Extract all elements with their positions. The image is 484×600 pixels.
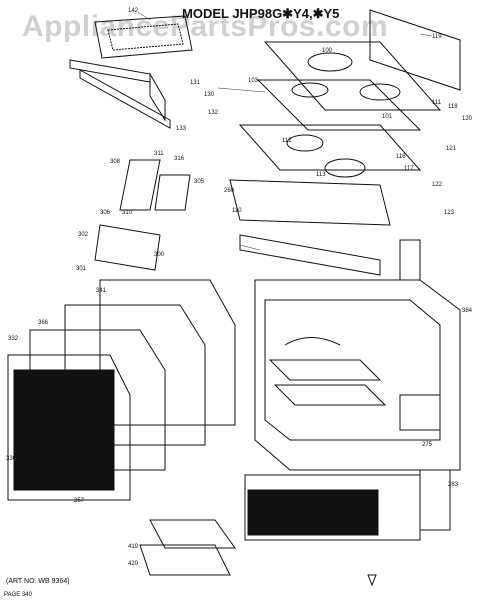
callout-305: 305 bbox=[194, 179, 205, 185]
door-panel-4 bbox=[99, 279, 236, 426]
storage-drawer bbox=[244, 474, 421, 541]
support-channel bbox=[229, 179, 391, 226]
callout-112: 112 bbox=[282, 138, 292, 144]
callout-332: 332 bbox=[8, 336, 19, 342]
callout-labels: 142 119 100 103 130 131 132 133 111 101 … bbox=[6, 8, 473, 567]
callout-121: 121 bbox=[446, 146, 457, 152]
callout-419: 420 bbox=[128, 561, 139, 567]
callout-118: 118 bbox=[448, 104, 458, 110]
art-number: (ART NO. WB 9364) bbox=[6, 578, 70, 585]
callout-142: 142 bbox=[128, 8, 139, 14]
door-glass-black bbox=[13, 369, 115, 491]
door-hinge-left bbox=[119, 159, 161, 211]
callout-101: 101 bbox=[382, 114, 393, 120]
callout-267: 283 bbox=[448, 482, 459, 488]
cooktop-glass bbox=[263, 41, 442, 111]
callout-117: 117 bbox=[404, 166, 414, 172]
callout-310: 310 bbox=[122, 210, 133, 216]
side-bracket bbox=[419, 469, 451, 531]
control-panel-part bbox=[94, 15, 193, 59]
electrical-box bbox=[399, 239, 421, 281]
callout-254: 275 bbox=[422, 442, 433, 448]
callout-130: 130 bbox=[204, 92, 215, 98]
callout-116: 116 bbox=[396, 154, 406, 160]
broiler-pan-grid bbox=[149, 519, 236, 549]
cooktop-frame bbox=[256, 79, 422, 131]
door-panel-2 bbox=[29, 329, 166, 471]
model-title: MODEL JHP98G✱Y4,✱Y5 bbox=[182, 6, 340, 21]
broiler-pan bbox=[139, 544, 231, 576]
trim-strip bbox=[149, 72, 166, 122]
broil-element bbox=[284, 337, 341, 346]
callout-123: 123 bbox=[444, 210, 455, 216]
callout-301: 301 bbox=[76, 266, 87, 272]
oven-rack-1 bbox=[268, 359, 382, 381]
callout-119: 119 bbox=[432, 34, 442, 40]
door-latch bbox=[94, 224, 161, 271]
door-panel-3 bbox=[64, 304, 206, 446]
callout-270: 384 bbox=[462, 308, 473, 314]
oven-door-outer bbox=[7, 354, 131, 501]
door-hinge-right bbox=[154, 174, 191, 211]
callout-113: 113 bbox=[316, 172, 326, 178]
callout-357: 357 bbox=[74, 498, 85, 504]
control-block bbox=[399, 394, 441, 431]
burner-element-2 bbox=[359, 83, 401, 101]
callout-132: 132 bbox=[208, 110, 219, 116]
burner-element-1 bbox=[307, 52, 353, 72]
callout-300: 300 bbox=[154, 252, 165, 258]
rear-panel bbox=[369, 9, 461, 91]
vent-duct bbox=[239, 234, 381, 276]
callout-133: 133 bbox=[176, 126, 187, 132]
surface-unit-2 bbox=[324, 158, 366, 178]
drawer-front-black bbox=[247, 489, 379, 536]
surface-unit-1 bbox=[286, 134, 324, 152]
callout-111: 111 bbox=[432, 100, 442, 106]
oven-liner bbox=[264, 299, 441, 441]
callout-103: 103 bbox=[248, 78, 259, 84]
callout-366: 366 bbox=[38, 320, 49, 326]
callout-110: 110 bbox=[232, 208, 242, 214]
callout-330: 330 bbox=[6, 456, 17, 462]
callout-311: 311 bbox=[154, 151, 164, 157]
callout-122: 122 bbox=[432, 182, 443, 188]
callout-308: 308 bbox=[110, 159, 121, 165]
callout-316: 316 bbox=[174, 156, 185, 162]
page-label: PAGE 340 bbox=[4, 592, 32, 598]
oven-rack-2 bbox=[273, 384, 387, 406]
trim-bar bbox=[79, 69, 171, 129]
callout-131: 131 bbox=[190, 80, 201, 86]
callout-120: 120 bbox=[462, 116, 473, 122]
burner-box bbox=[238, 124, 422, 171]
burner-element-3 bbox=[291, 82, 329, 98]
callout-418: 419 bbox=[128, 544, 139, 550]
callout-341: 341 bbox=[96, 288, 107, 294]
leveling-leg bbox=[367, 574, 377, 587]
control-panel-grille bbox=[107, 23, 184, 51]
callout-306: 306 bbox=[100, 210, 111, 216]
callout-100: 100 bbox=[322, 48, 333, 54]
callout-302: 302 bbox=[78, 232, 89, 238]
callout-260: 260 bbox=[224, 188, 235, 194]
